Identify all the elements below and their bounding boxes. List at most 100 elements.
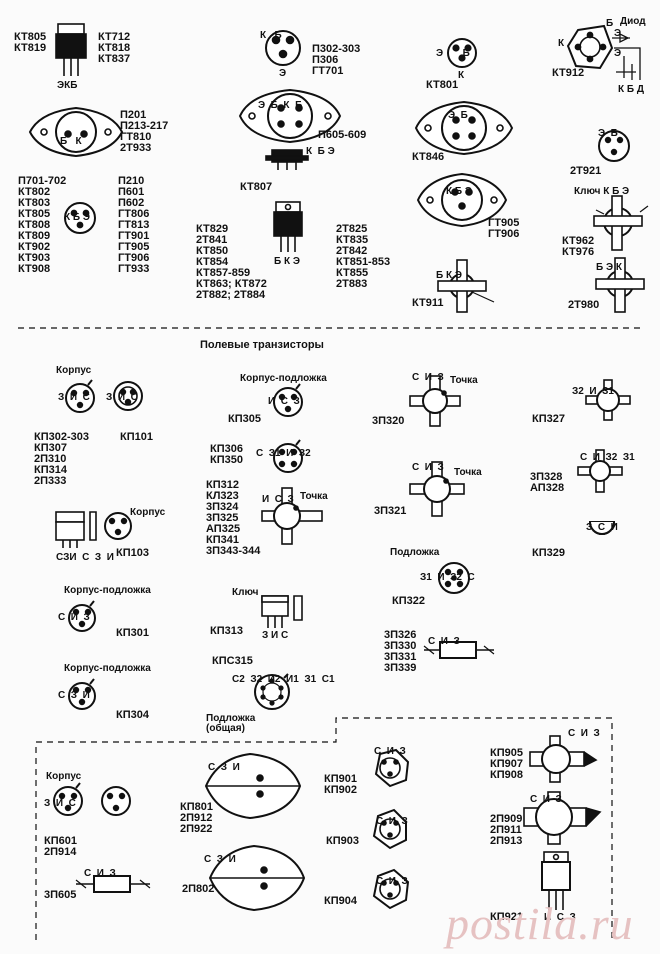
t921-package <box>598 130 630 162</box>
kps315-tag: Подложка (общая) <box>206 713 256 734</box>
kt912-pins-bottom: К Б Д <box>618 84 644 95</box>
label-kp304: КП304 <box>116 709 149 721</box>
label-kt807: КТ807 <box>240 181 273 193</box>
label-t921: 2Т921 <box>570 165 602 177</box>
label-kp329: КП329 <box>532 547 565 559</box>
label-kt911: КТ911 <box>412 297 444 309</box>
label-kp313: КП313 <box>210 625 243 637</box>
pins-kt962: Ключ К Б Э <box>574 186 630 197</box>
label-p802: 2П802 <box>182 883 215 895</box>
label-zp605: 3П605 <box>44 889 77 901</box>
label-kt846: КТ846 <box>412 151 445 163</box>
pins-p302-bottom: Э <box>279 68 287 79</box>
label-zp321: 3П321 <box>374 505 407 517</box>
kt912-pin-e2: Э <box>614 48 622 59</box>
kp905-package <box>529 735 598 783</box>
kp305-package <box>273 383 303 417</box>
pins-kps315: С2 З2 И2 И1 З1 С1 <box>232 674 335 685</box>
pins-p302-top: К Б <box>260 30 282 41</box>
kp901-package <box>374 748 410 788</box>
pins-kp903: С И З <box>376 816 408 827</box>
kp322-tag: Подложка <box>390 547 440 558</box>
p909-package <box>523 791 602 845</box>
pins-kp801: С З И <box>208 762 240 773</box>
kp302-tag: Корпус <box>56 365 92 376</box>
pins-kp601: З И С <box>44 798 76 809</box>
kt912-diode-label: Диод <box>620 16 646 27</box>
pins-kp101: З И С <box>106 392 138 403</box>
kp103-package <box>55 511 132 548</box>
label-kp322: КП322 <box>392 595 425 607</box>
kp601-package <box>53 782 131 816</box>
kp312-tag: Точка <box>300 491 328 502</box>
kp329-package <box>588 521 616 535</box>
kt912-pin-b: Б <box>606 18 614 29</box>
kt801-package <box>447 38 477 68</box>
kp801-package <box>204 752 302 820</box>
kp302-package <box>65 379 95 413</box>
zp321-tag: Точка <box>454 467 482 478</box>
kp312-package <box>261 487 323 545</box>
pins-gt905: К Б Э <box>446 186 472 197</box>
pins-kp312: И С З <box>262 494 294 505</box>
pins-t980: Б Э К <box>596 262 622 273</box>
zp605-package <box>75 875 151 893</box>
zp321-package <box>409 461 465 517</box>
pins-kt829: Б К Э <box>274 256 300 267</box>
label-kt801: КТ801 <box>426 79 459 91</box>
kp305-tag: Корпус-подложка <box>240 373 327 384</box>
pins-p802: С З И <box>204 854 236 865</box>
kp103-tag: Корпус <box>130 507 166 518</box>
kt829-package <box>273 201 303 252</box>
pins-zp320: С И З <box>412 372 444 383</box>
pins-p909: С И З <box>530 794 562 805</box>
pins-kp301: С И З <box>58 612 90 623</box>
label-kp904: КП904 <box>324 895 357 907</box>
pins-kp322: З1 И З2 С <box>420 572 475 583</box>
pins-kt805: ЭКБ <box>57 80 78 91</box>
label-kp921: КП921 <box>490 911 523 923</box>
p701-package <box>64 202 96 234</box>
pins-kp313: З И С <box>262 630 289 641</box>
p802-package <box>208 844 306 912</box>
label-kps315: КПС315 <box>212 655 253 667</box>
kt912-package <box>566 24 641 80</box>
gt905-package <box>416 172 508 228</box>
zp320-package <box>409 375 461 427</box>
pins-kp304: С З И <box>58 690 90 701</box>
kp304-package <box>68 678 96 710</box>
p201-package <box>28 106 124 158</box>
pins-kp921: И С З <box>544 912 576 923</box>
pins-zp321: С И З <box>412 462 444 473</box>
label-kp103: КП103 <box>116 547 149 559</box>
kp322-package <box>438 562 470 594</box>
kp903-package <box>372 808 407 850</box>
kp304-tag: Корпус-подложка <box>64 663 151 674</box>
kps315-package <box>254 673 290 710</box>
label-kp903: КП903 <box>326 835 359 847</box>
label-kp327: КП327 <box>532 413 565 425</box>
kt911-package <box>437 259 495 313</box>
pins-kt911: Б К Э <box>436 270 462 281</box>
kp904-package <box>372 868 410 910</box>
t980-package <box>595 257 645 313</box>
pins-zp605: С И З <box>84 868 116 879</box>
pins-kp306: С З1 И З2 <box>256 448 311 459</box>
label-zp320: 3П320 <box>372 415 405 427</box>
